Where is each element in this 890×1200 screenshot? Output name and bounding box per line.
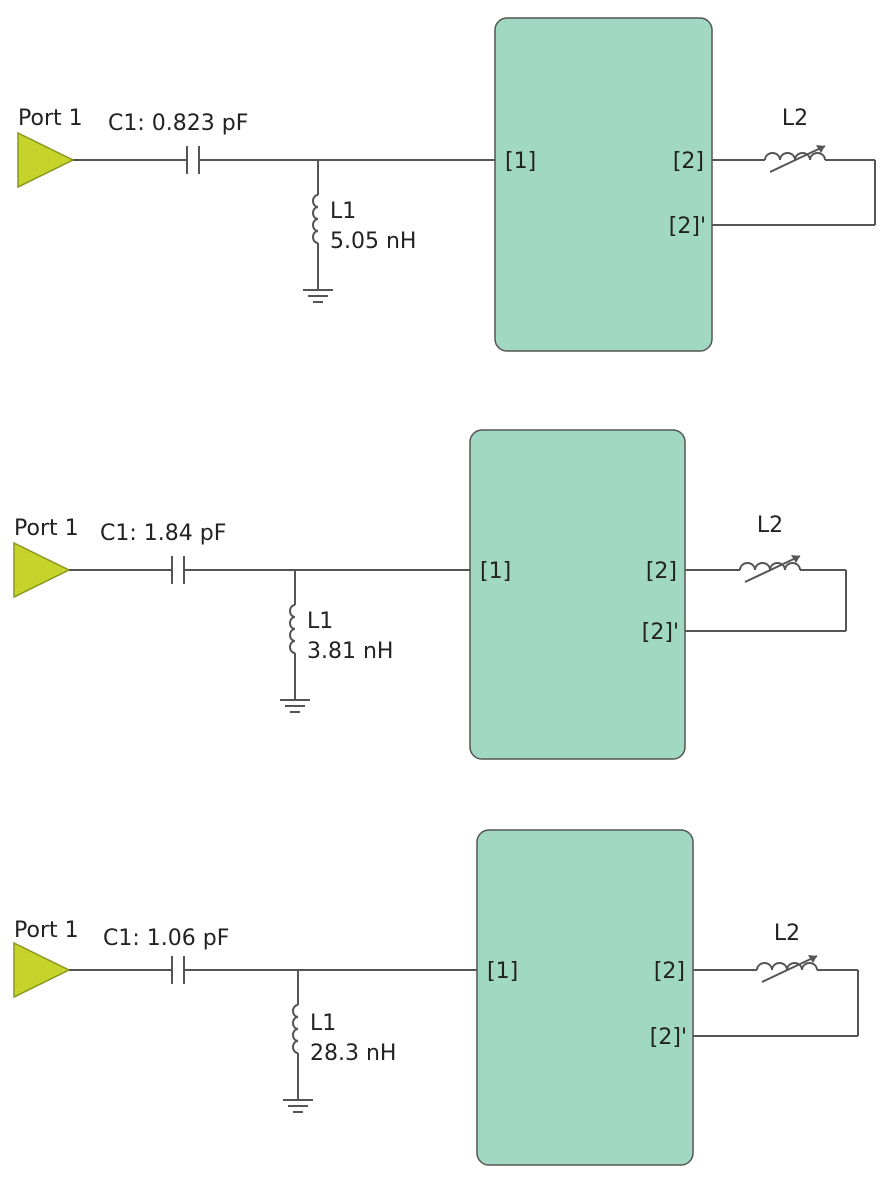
pin-2-label: [2]: [646, 559, 677, 584]
inductor-l1-icon: [292, 1004, 299, 1054]
c1-label: C1: 1.84 pF: [100, 521, 226, 546]
l1-value-label: 5.05 nH: [330, 229, 416, 254]
two-port-block: [476, 829, 694, 1166]
pin-1-label: [1]: [487, 959, 518, 984]
inductor-l1-icon: [312, 194, 319, 244]
port-1-label: Port 1: [14, 516, 79, 541]
pin-1-label: [1]: [480, 559, 511, 584]
l1-name-label: L1: [310, 1011, 336, 1036]
capacitor-c1-icon: [171, 956, 185, 984]
l1-name-label: L1: [307, 609, 333, 634]
l1-name-label: L1: [330, 199, 356, 224]
c1-label: C1: 0.823 pF: [108, 111, 248, 136]
pin-2-prime-label: [2]': [669, 214, 706, 239]
ground-icon: [283, 1099, 313, 1113]
port-1-label: Port 1: [18, 106, 83, 131]
l2-name-label: L2: [774, 921, 800, 946]
l1-value-label: 3.81 nH: [307, 639, 393, 664]
two-port-block: [469, 429, 686, 760]
pin-1-label: [1]: [505, 149, 536, 174]
port-1-triangle-icon: [13, 941, 71, 999]
two-port-block: [494, 17, 713, 352]
circuit-2: Port 1 C1: 1.84 pF L1 3.81 nH [1] [2] [2]' L2: [13, 429, 847, 760]
l2-name-label: L2: [782, 106, 808, 131]
port-1-triangle-icon: [13, 541, 71, 599]
circuit-1: Port 1 C1: 0.823 pF L1 5.05 nH [1] [2] [2]' L2: [17, 17, 876, 352]
inductor-l1-icon: [289, 604, 296, 654]
l1-value-label: 28.3 nH: [310, 1041, 396, 1066]
ground-icon: [303, 289, 333, 303]
c1-label: C1: 1.06 pF: [103, 926, 229, 951]
variable-inductor-l2-icon: [739, 555, 801, 583]
capacitor-c1-icon: [171, 556, 185, 584]
port-1-label: Port 1: [14, 918, 79, 943]
pin-2-prime-label: [2]': [650, 1025, 687, 1050]
circuit-3: Port 1 C1: 1.06 pF L1 28.3 nH [1] [2] [2]' L2: [13, 829, 859, 1166]
l2-name-label: L2: [757, 513, 783, 538]
port-1-triangle-icon: [17, 131, 75, 189]
variable-inductor-l2-icon: [764, 145, 826, 173]
pin-2-label: [2]: [654, 959, 685, 984]
pin-2-prime-label: [2]': [642, 620, 679, 645]
pin-2-label: [2]: [673, 149, 704, 174]
ground-icon: [280, 699, 310, 713]
capacitor-c1-icon: [186, 146, 200, 174]
variable-inductor-l2-icon: [756, 955, 818, 983]
